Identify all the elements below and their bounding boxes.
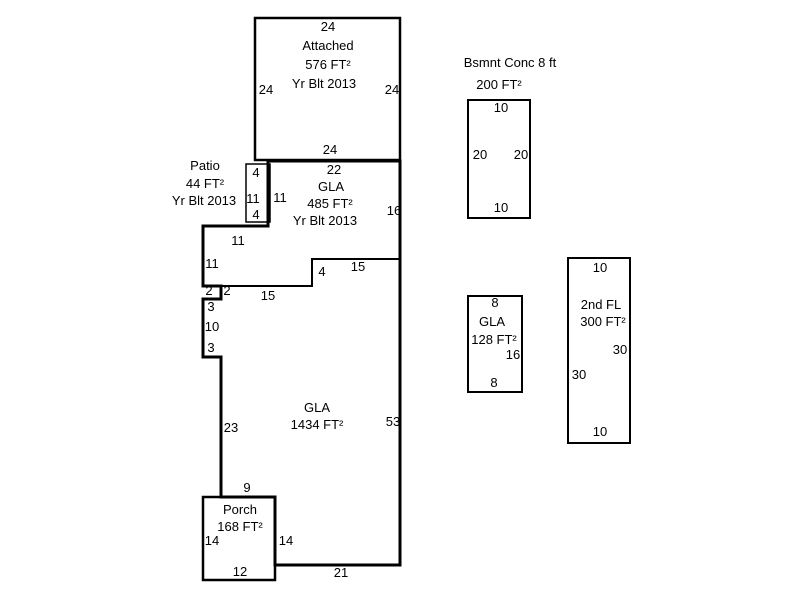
- patio-dim-bottom: 4: [252, 207, 259, 222]
- gla128-label: GLA: [479, 314, 505, 329]
- gla485-area: 485 FT²: [307, 196, 353, 211]
- porch-dim-bottom: 12: [233, 564, 247, 579]
- basement-dim-left: 20: [473, 147, 487, 162]
- house-outline: [201, 159, 402, 567]
- garage-year-built: Yr Blt 2013: [292, 76, 356, 91]
- gla-main-dim-inner-h: 15: [351, 259, 365, 274]
- porch-dim-left: 14: [205, 533, 219, 548]
- second-floor-dim-left: 30: [572, 367, 586, 382]
- patio-outline: [245, 163, 271, 223]
- gla-main-dim-notch-top: 3: [207, 299, 214, 314]
- porch-label: Porch: [223, 502, 257, 517]
- gla485-year-built: Yr Blt 2013: [293, 213, 357, 228]
- gla-main-dim-inner-v: 4: [318, 264, 325, 279]
- gla-main-dim-notch-v: 10: [205, 319, 219, 334]
- gla485-dim-top: 22: [327, 162, 341, 177]
- gla128-dim-right: 16: [506, 347, 520, 362]
- patio-year-built: Yr Blt 2013: [172, 193, 236, 208]
- gla485-divider-line: [221, 258, 400, 287]
- garage-label: Attached: [302, 38, 353, 53]
- gla-main-label: GLA: [304, 400, 330, 415]
- gla128-dim-top: 8: [491, 295, 498, 310]
- porch-area: 168 FT²: [217, 519, 263, 534]
- gla-main-dim-step-right: 2: [223, 283, 230, 298]
- gla-main-dim-notch-bottom: 3: [207, 340, 214, 355]
- gla128-outline: [467, 295, 523, 393]
- porch-outline: [201, 495, 277, 582]
- second-floor-dim-right: 30: [613, 342, 627, 357]
- gla128-area: 128 FT²: [471, 332, 517, 347]
- second-floor-outline: [567, 257, 631, 444]
- patio-label: Patio: [190, 158, 220, 173]
- gla-main-dim-bottom: 21: [334, 565, 348, 580]
- gla-main-dim-porch-top: 9: [243, 480, 250, 495]
- gla-main-dim-step-left: 2: [205, 283, 212, 298]
- gla485-dim-right: 16: [387, 203, 401, 218]
- garage-dim-top: 24: [321, 19, 335, 34]
- basement-dim-top: 10: [494, 100, 508, 115]
- basement-dim-right: 20: [514, 147, 528, 162]
- patio-dim-right: 11: [273, 190, 287, 205]
- second-floor-label: 2nd FL: [581, 297, 621, 312]
- second-floor-dim-bottom: 10: [593, 424, 607, 439]
- patio-dim-top: 4: [252, 165, 259, 180]
- gla-main-dim-upper-v: 11: [205, 256, 219, 271]
- second-floor-dim-top: 10: [593, 260, 607, 275]
- patio-area: 44 FT²: [186, 176, 225, 191]
- gla-main-area: 1434 FT²: [291, 417, 344, 432]
- basement-outline: [467, 99, 531, 219]
- garage-area: 576 FT²: [305, 57, 351, 72]
- gla-main-dim-right: 53: [386, 414, 400, 429]
- basement-title: Bsmnt Conc 8 ft: [464, 55, 557, 70]
- gla-main-dim-left: 23: [224, 420, 238, 435]
- gla-main-dim-step-h: 15: [261, 288, 275, 303]
- garage-dim-right: 24: [385, 82, 399, 97]
- gla485-label: GLA: [318, 179, 344, 194]
- basement-dim-bottom: 10: [494, 200, 508, 215]
- garage-dim-left: 24: [259, 82, 273, 97]
- porch-dim-right: 14: [279, 533, 293, 548]
- gla-main-dim-upper-h: 11: [231, 233, 245, 248]
- basement-area: 200 FT²: [476, 77, 522, 92]
- gla128-dim-bottom: 8: [490, 375, 497, 390]
- patio-dim-left: 11: [246, 191, 260, 206]
- garage-dim-bottom: 24: [323, 142, 337, 157]
- second-floor-area: 300 FT²: [580, 314, 626, 329]
